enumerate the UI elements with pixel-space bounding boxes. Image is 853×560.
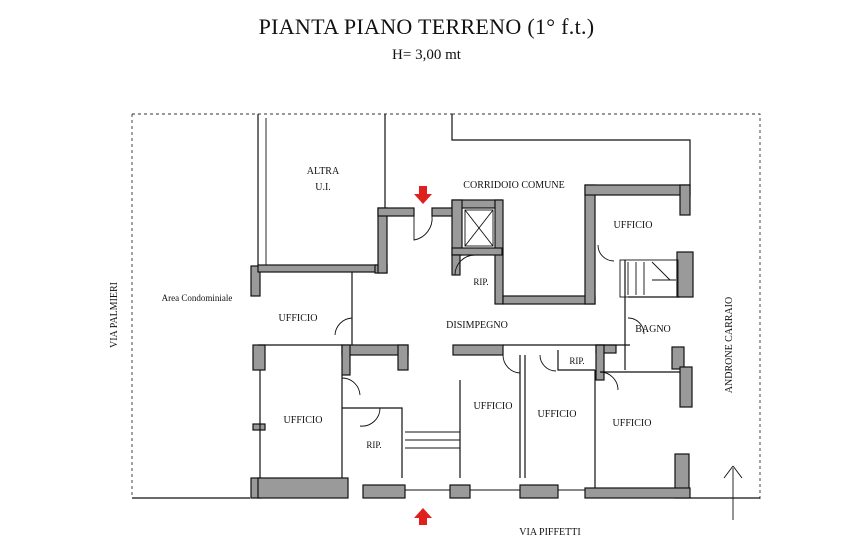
plan-title: PIANTA PIANO TERRENO (1° f.t.) <box>258 14 595 39</box>
label-ufficio-left-upper: UFFICIO <box>279 313 318 324</box>
entrance-arrow-top <box>414 186 432 204</box>
partitions <box>258 209 680 491</box>
label-altra-ui-1: ALTRA <box>307 166 340 177</box>
label-ufficio-center-1: UFFICIO <box>474 401 513 412</box>
label-ufficio-top-right: UFFICIO <box>614 220 653 231</box>
label-rip-right: RIP. <box>569 356 584 366</box>
label-via-palmieri: VIA PALMIERI <box>109 282 120 348</box>
other-unit-outline <box>257 114 691 265</box>
ceiling-height-note: H= 3,00 mt <box>392 47 461 63</box>
label-androne-carraio: ANDRONE CARRAIO <box>724 297 735 393</box>
label-ufficio-center-2: UFFICIO <box>538 409 577 420</box>
entrance-arrow-bottom <box>414 508 432 525</box>
label-via-piffetti: VIA PIFFETTI <box>519 527 580 538</box>
label-rip-bottom: RIP. <box>366 440 381 450</box>
label-altra-ui-2: U.I. <box>315 182 331 193</box>
label-ufficio-right-lower: UFFICIO <box>613 418 652 429</box>
walls <box>250 184 694 499</box>
label-area-condominiale: Area Condominiale <box>162 293 233 303</box>
label-rip-center: RIP. <box>473 277 488 287</box>
site-boundary <box>131 113 761 500</box>
label-ufficio-left-lower: UFFICIO <box>284 415 323 426</box>
door-swings <box>334 215 645 427</box>
label-corridoio-comune: CORRIDOIO COMUNE <box>463 180 564 191</box>
north-arrow-icon <box>723 465 743 520</box>
label-bagno: BAGNO <box>635 324 671 335</box>
label-disimpegno: DISIMPEGNO <box>446 320 508 331</box>
